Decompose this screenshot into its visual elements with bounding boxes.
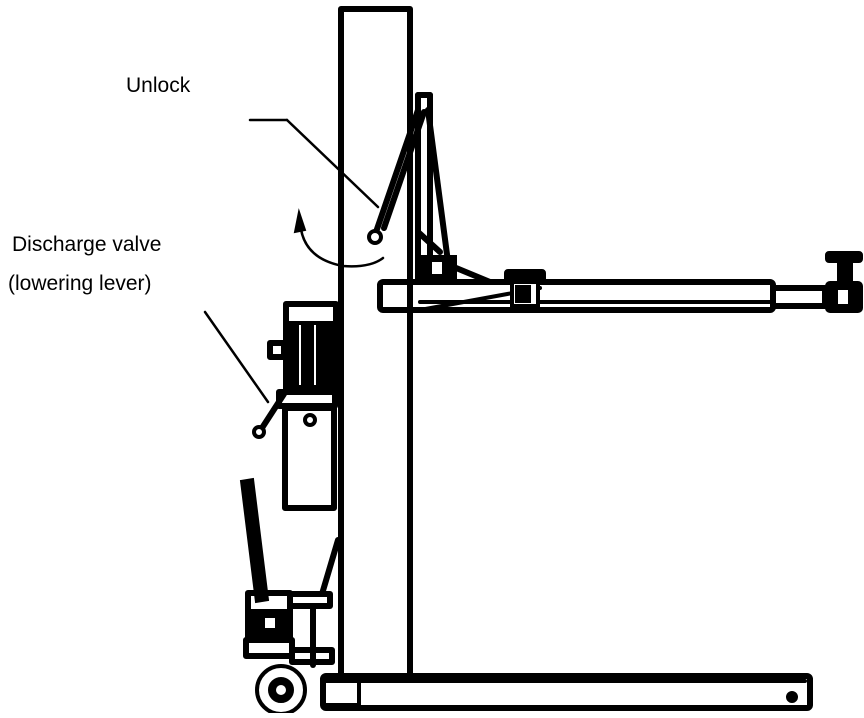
discharge-valve-label: Discharge valve: [12, 233, 162, 256]
discharge-leader-line: [203, 310, 270, 404]
unlock-label: Unlock: [126, 74, 191, 97]
column: [338, 6, 413, 679]
lowering-lever-label: (lowering lever): [8, 272, 152, 295]
lock-bracket: [367, 92, 493, 285]
power-unit: [252, 301, 339, 511]
lifting-arm: [377, 251, 863, 313]
base-beam: [320, 673, 813, 711]
unlock-rotation-arrow: [293, 208, 385, 268]
unlock-leader-line: [248, 118, 380, 209]
wheel-assembly: [239, 477, 341, 716]
